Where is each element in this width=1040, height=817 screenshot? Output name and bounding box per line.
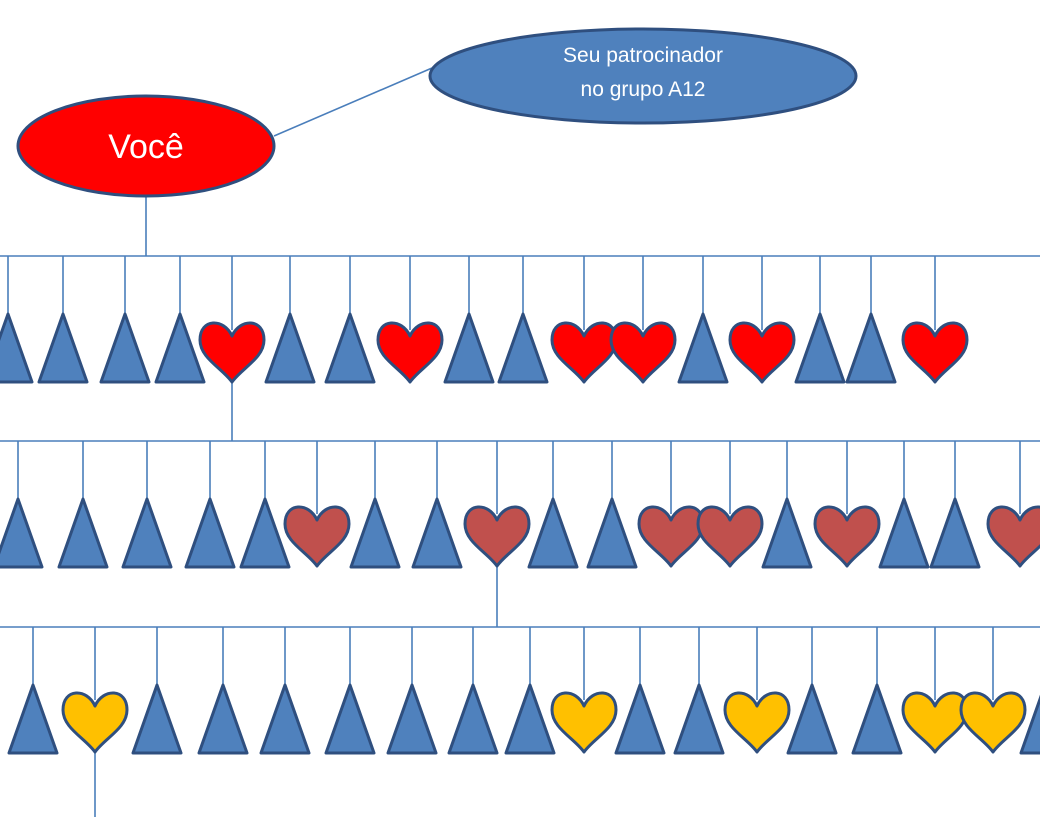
level-1-heart-10 — [550, 321, 618, 384]
level-2-triangle-7 — [411, 497, 463, 569]
sponsor-label-line1: Seu patrocinador — [563, 44, 723, 67]
level-2-triangle-4 — [239, 497, 291, 569]
level-1-triangle-6 — [324, 312, 376, 384]
level-2-triangle-10 — [586, 497, 638, 569]
level-3-triangle-14 — [851, 683, 903, 755]
level-3-triangle-3 — [197, 683, 249, 755]
level-2-triangle-0 — [0, 497, 44, 569]
level-2-triangle-16 — [929, 497, 981, 569]
level-3-heart-16 — [959, 691, 1027, 754]
level-2-heart-14 — [813, 505, 881, 568]
level-3-triangle-8 — [504, 683, 556, 755]
level-1-triangle-14 — [794, 312, 846, 384]
level-1-triangle-0 — [0, 312, 34, 384]
tree-shapes — [0, 312, 1040, 755]
level-1-heart-11 — [609, 321, 677, 384]
level-3-triangle-4 — [259, 683, 311, 755]
level-2-triangle-1 — [57, 497, 109, 569]
level-3-triangle-17 — [1019, 694, 1040, 755]
level-1-triangle-15 — [845, 312, 897, 384]
level-3-triangle-0 — [7, 683, 59, 755]
level-1-triangle-1 — [37, 312, 89, 384]
level-3-triangle-7 — [447, 683, 499, 755]
level-3-heart-1 — [61, 691, 129, 754]
level-2-triangle-9 — [527, 497, 579, 569]
level-2-triangle-15 — [878, 497, 930, 569]
sponsor-label-line2: no grupo A12 — [581, 78, 706, 101]
level-3-triangle-2 — [131, 683, 183, 755]
level-1-triangle-12 — [677, 312, 729, 384]
level-2-heart-12 — [696, 505, 764, 568]
level-1-heart-7 — [376, 321, 444, 384]
level-3-heart-12 — [723, 691, 791, 754]
level-2-heart-8 — [463, 505, 531, 568]
level-3-triangle-6 — [386, 683, 438, 755]
level-2-triangle-3 — [184, 497, 236, 569]
level-2-heart-5 — [283, 505, 351, 568]
level-1-heart-13 — [728, 321, 796, 384]
sponsor-node: Seu patrocinador no grupo A12 — [428, 27, 858, 125]
level-1-heart-16 — [901, 321, 969, 384]
level-3-triangle-11 — [673, 683, 725, 755]
you-node: Você — [16, 94, 276, 198]
level-1-triangle-2 — [99, 312, 151, 384]
level-3-triangle-13 — [786, 683, 838, 755]
level-2-heart-17 — [986, 505, 1040, 568]
level-3-triangle-5 — [324, 683, 376, 755]
level-3-heart-15 — [901, 691, 969, 754]
you-label: Você — [108, 128, 184, 166]
level-1-triangle-8 — [443, 312, 495, 384]
level-1-triangle-3 — [154, 312, 206, 384]
you-to-sponsor-line — [273, 67, 433, 137]
level-3-heart-9 — [550, 691, 618, 754]
level-2-heart-11 — [637, 505, 705, 568]
level-2-triangle-6 — [349, 497, 401, 569]
level-1-heart-4 — [198, 321, 266, 384]
level-2-triangle-13 — [761, 497, 813, 569]
level-3-triangle-10 — [614, 683, 666, 755]
level-1-triangle-9 — [497, 312, 549, 384]
connector-lines — [0, 67, 1040, 817]
level-1-triangle-5 — [264, 312, 316, 384]
level-2-triangle-2 — [121, 497, 173, 569]
